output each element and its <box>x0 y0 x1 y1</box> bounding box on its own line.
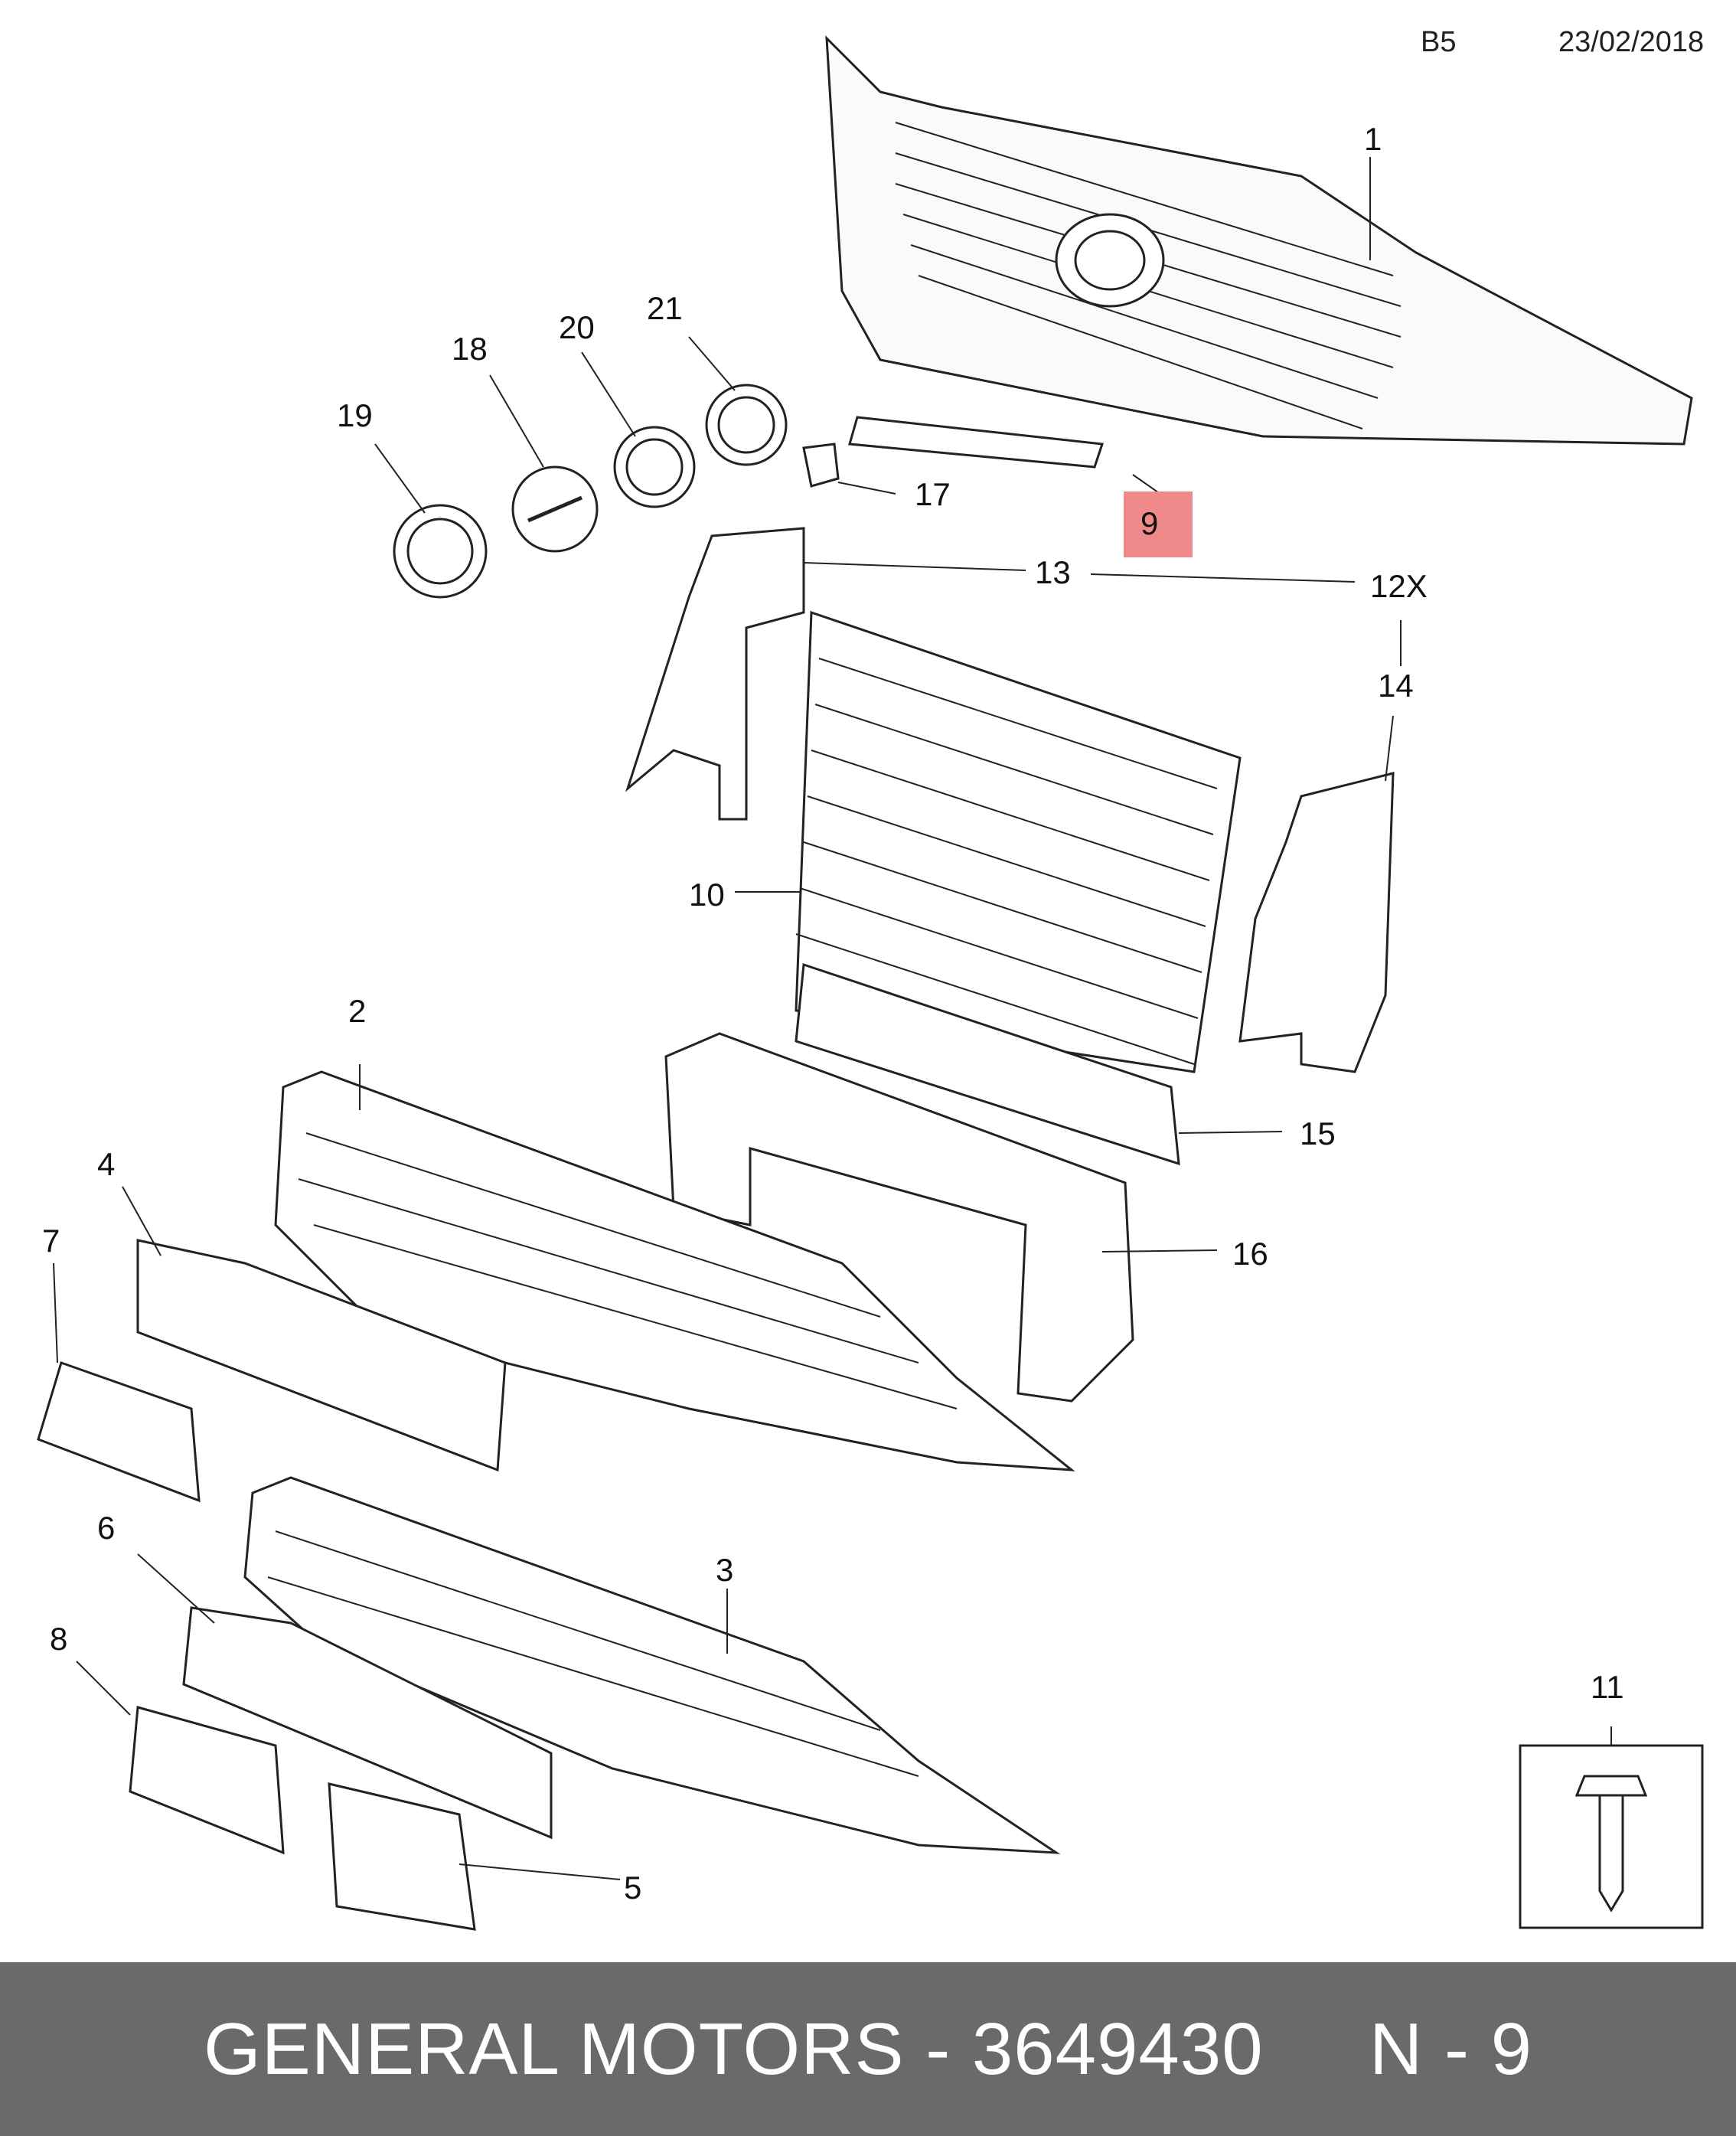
part-lower-trims <box>129 1606 553 1931</box>
callout-16: 16 <box>1232 1236 1268 1272</box>
callout-6: 6 <box>97 1510 115 1546</box>
callout-11: 11 <box>1591 1669 1624 1705</box>
part-lower-grille <box>243 1476 1061 1854</box>
callout-17: 17 <box>915 476 951 512</box>
callout-5: 5 <box>624 1870 641 1906</box>
callout-20: 20 <box>559 309 595 345</box>
callout-21: 21 <box>647 290 683 326</box>
part-bumper-grille <box>274 1070 1075 1471</box>
part-grille-strip <box>848 416 1105 469</box>
callout-7: 7 <box>42 1223 60 1259</box>
callout-18: 18 <box>452 331 488 367</box>
callout-19: 19 <box>337 397 373 433</box>
diagram-code: B5 <box>1421 26 1457 58</box>
parts-diagram: 1 2 3 4 5 6 7 8 9 10 11 12X 13 14 15 16 … <box>37 35 1704 1931</box>
callout-12x: 12X <box>1370 568 1428 604</box>
callout-10: 10 <box>689 877 725 913</box>
part-side-brackets <box>625 527 1395 1073</box>
part-upper-grille <box>825 35 1693 446</box>
callout-labels: 1 2 3 4 5 6 7 8 9 10 11 12X 13 14 15 16 … <box>42 121 1624 1906</box>
callout-14: 14 <box>1378 668 1414 704</box>
highlight-box <box>1124 492 1193 557</box>
part-bolt <box>1519 1744 1704 1929</box>
callout-15: 15 <box>1300 1115 1336 1151</box>
footer-text: GENERAL MOTORS - 3649430 N - 9 <box>204 2007 1532 2090</box>
callout-1: 1 <box>1364 121 1382 157</box>
callout-4: 4 <box>97 1146 115 1182</box>
diagram-date: 23/02/2018 <box>1558 26 1705 58</box>
callout-8: 8 <box>50 1621 67 1657</box>
leader-lines <box>53 157 1612 1880</box>
part-lower-inserts <box>37 1239 507 1503</box>
part-shutter-frame <box>795 610 1242 1073</box>
callout-9: 9 <box>1140 505 1158 541</box>
part-emblems <box>393 384 840 599</box>
callout-3: 3 <box>716 1552 733 1588</box>
callout-2: 2 <box>348 993 366 1029</box>
footer-banner: GENERAL MOTORS - 3649430 N - 9 <box>0 1962 1736 2136</box>
part-lower-beam <box>795 962 1180 1166</box>
callout-13: 13 <box>1035 554 1071 590</box>
